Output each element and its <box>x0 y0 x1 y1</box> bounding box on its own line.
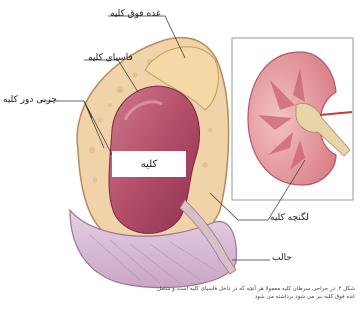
label-adrenal-gland: غده فوق کلیه <box>110 9 161 19</box>
figure-caption: شکل ۲. در جراحی سرطان کلیه معمولا هر آنچ… <box>150 285 355 301</box>
label-perirenal-fat: چربی دور کلیه <box>3 95 57 105</box>
label-ureter: حالب <box>272 253 292 263</box>
label-renal-pelvis: لگنچه کلیه <box>270 213 309 223</box>
label-kidney: کلیه <box>112 151 186 177</box>
label-renal-fascia: فاسیای کلیه <box>88 53 133 63</box>
